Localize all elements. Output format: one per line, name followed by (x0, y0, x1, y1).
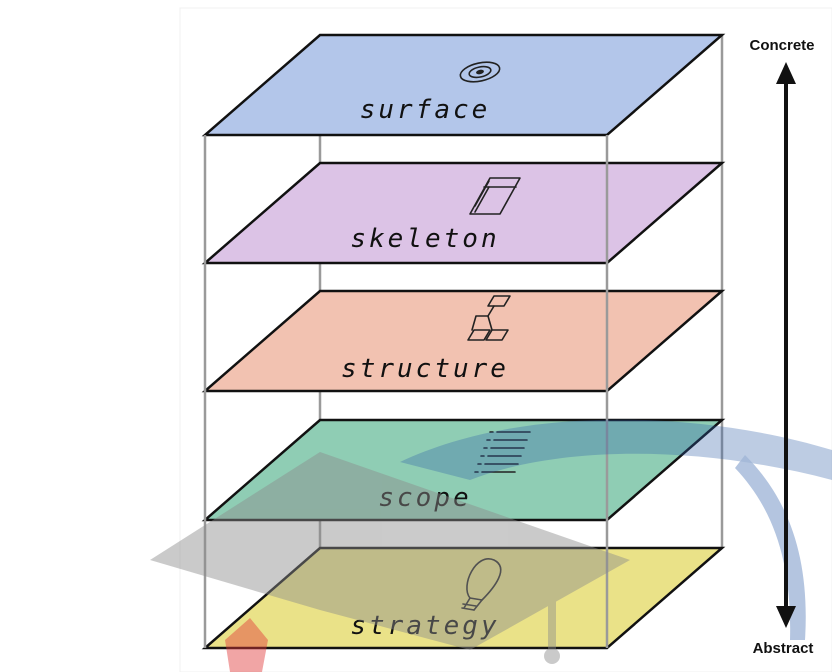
watermark-blue-arc (735, 455, 806, 640)
frame-front-posts (203, 135, 609, 648)
watermark-logo (150, 419, 832, 672)
feature-list-icon (474, 431, 531, 473)
skeleton-label: skeleton (350, 224, 499, 254)
axis-label-abstract: Abstract (753, 640, 814, 657)
axis-arrowhead-up (776, 62, 796, 84)
watermark-red-mark (225, 618, 268, 672)
layer-skeleton: skeleton (201, 161, 726, 265)
layer-planes: surface skeleton structure scope strategy (201, 33, 726, 650)
watermark-gray-shape (150, 452, 630, 650)
axis-arrowhead-down (776, 606, 796, 628)
layer-strategy: strategy (201, 546, 726, 650)
watermark-blue-swoosh (400, 419, 832, 480)
strategy-label: strategy (350, 611, 499, 641)
scope-label: scope (378, 483, 471, 513)
eye-icon (459, 61, 501, 83)
watermark-gray-post (548, 560, 556, 650)
lightbulb-icon (461, 558, 502, 611)
concrete-abstract-axis: Concrete Abstract (749, 37, 814, 657)
watermark-gray-dot (544, 648, 560, 664)
surface-label: surface (360, 95, 491, 125)
structure-label: structure (341, 354, 509, 384)
wireframe-icon (469, 177, 521, 215)
axis-label-concrete: Concrete (749, 37, 814, 54)
sitemap-icon (467, 295, 511, 341)
layer-surface: surface (201, 33, 726, 137)
